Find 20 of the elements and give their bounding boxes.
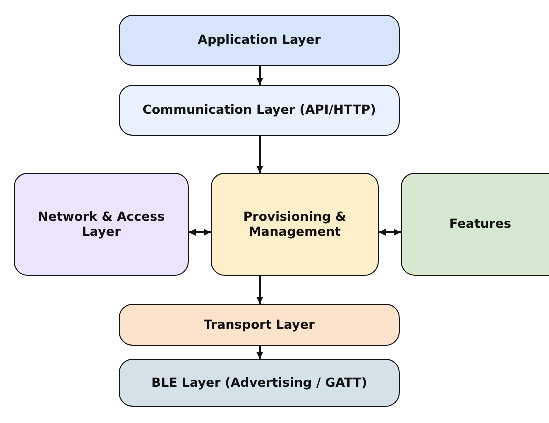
layer-label: Provisioning & Management xyxy=(242,210,348,239)
layer-label: Communication Layer (API/HTTP) xyxy=(142,103,378,118)
layer-box xyxy=(401,173,549,276)
arrow xyxy=(256,66,264,85)
layer-label: Features xyxy=(448,217,512,232)
layer-label: Transport Layer xyxy=(203,318,316,332)
arrow xyxy=(189,229,211,236)
layer-box xyxy=(119,85,400,136)
layer-box xyxy=(119,359,400,407)
layer-box xyxy=(14,173,189,276)
arrow xyxy=(379,229,401,236)
layer-label: BLE Layer (Advertising / GATT) xyxy=(150,376,368,390)
arrow xyxy=(256,136,264,173)
layer-label: Application Layer xyxy=(197,33,322,48)
arrow xyxy=(256,276,264,304)
arrow xyxy=(256,346,264,359)
layer-box xyxy=(119,304,400,346)
layer-box xyxy=(119,15,400,66)
layer-box xyxy=(211,173,379,276)
layer-label: Network & Access Layer xyxy=(37,210,166,239)
